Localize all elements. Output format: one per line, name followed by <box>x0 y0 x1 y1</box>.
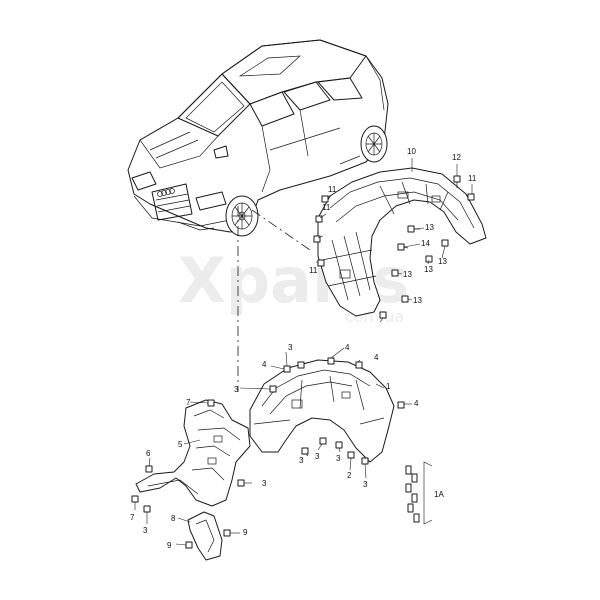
screw-icon <box>223 529 231 537</box>
callout-12: 12 <box>452 153 461 162</box>
callout-3: 3 <box>262 479 267 488</box>
callout-5: 5 <box>178 440 183 449</box>
callout-10: 10 <box>407 147 416 156</box>
callout-4: 4 <box>345 343 350 352</box>
screw-icon <box>397 401 405 409</box>
callout-13: 13 <box>424 265 433 274</box>
callout-13: 13 <box>413 296 422 305</box>
rear-wheel <box>360 125 388 163</box>
callout-3: 3 <box>143 526 148 535</box>
screw-icon <box>327 357 335 365</box>
screw-icon <box>425 255 433 263</box>
callout-3: 3 <box>363 480 368 489</box>
callout-3: 3 <box>234 385 239 394</box>
fastener-assortment <box>405 465 420 523</box>
screw-icon <box>131 495 139 503</box>
screw-icon <box>143 505 151 513</box>
callout-4: 4 <box>374 353 379 362</box>
reference-line-rear <box>251 209 311 251</box>
screw-icon <box>297 361 305 369</box>
clip-icon <box>321 195 329 203</box>
front-wheel <box>225 195 259 237</box>
callout-11: 11 <box>309 266 318 275</box>
callout-9: 9 <box>243 528 248 537</box>
callout-14: 14 <box>421 239 430 248</box>
callout-7: 7 <box>186 398 191 407</box>
callout-13: 13 <box>403 270 412 279</box>
leader-lines <box>134 158 473 546</box>
callout-3: 3 <box>299 456 304 465</box>
audi-logo <box>157 188 175 197</box>
callout-6: 6 <box>146 449 151 458</box>
clip-icon <box>317 259 325 267</box>
callout-4: 4 <box>414 399 419 408</box>
fasteners <box>131 175 475 549</box>
callout-8: 8 <box>171 514 176 523</box>
screw-icon <box>269 385 277 393</box>
callout-1: 1 <box>386 382 391 391</box>
screw-icon <box>335 441 343 449</box>
callout-11: 11 <box>468 174 477 183</box>
screw-icon <box>301 447 309 455</box>
screw-icon <box>401 295 409 303</box>
clip-icon <box>313 235 321 243</box>
screw-icon <box>237 479 245 487</box>
clip-icon <box>315 215 323 223</box>
screw-icon <box>185 541 193 549</box>
callout-3: 3 <box>315 452 320 461</box>
callout-labels: 10 12 11 11 11 11 13 14 13 13 13 13 3 4 … <box>130 147 477 550</box>
callout-11: 11 <box>328 185 337 194</box>
screw-icon <box>361 457 369 465</box>
screw-icon <box>347 451 355 459</box>
screw-icon <box>283 365 291 373</box>
callout-4: 4 <box>262 360 267 369</box>
screw-icon <box>145 465 153 473</box>
front-wheelhouse-liner <box>249 359 395 463</box>
callout-11: 11 <box>322 203 331 212</box>
rear-wheelhouse-liner <box>317 167 487 317</box>
car-illustration <box>127 39 389 237</box>
front-lower-liner <box>135 399 251 507</box>
screw-icon <box>355 361 363 369</box>
callout-3: 3 <box>288 343 293 352</box>
screw-icon <box>379 311 387 319</box>
callout-13: 13 <box>425 223 434 232</box>
callout-13: 13 <box>438 257 447 266</box>
clip-icon <box>467 193 475 201</box>
callout-1A: 1A <box>434 490 444 499</box>
callout-9: 9 <box>167 541 172 550</box>
screw-icon <box>319 437 327 445</box>
callout-7: 7 <box>130 513 135 522</box>
callout-2: 2 <box>347 471 352 480</box>
closing-plate <box>187 511 223 561</box>
screw-icon <box>441 239 449 247</box>
callout-3: 3 <box>336 454 341 463</box>
screw-icon <box>391 269 399 277</box>
screw-icon <box>207 399 215 407</box>
